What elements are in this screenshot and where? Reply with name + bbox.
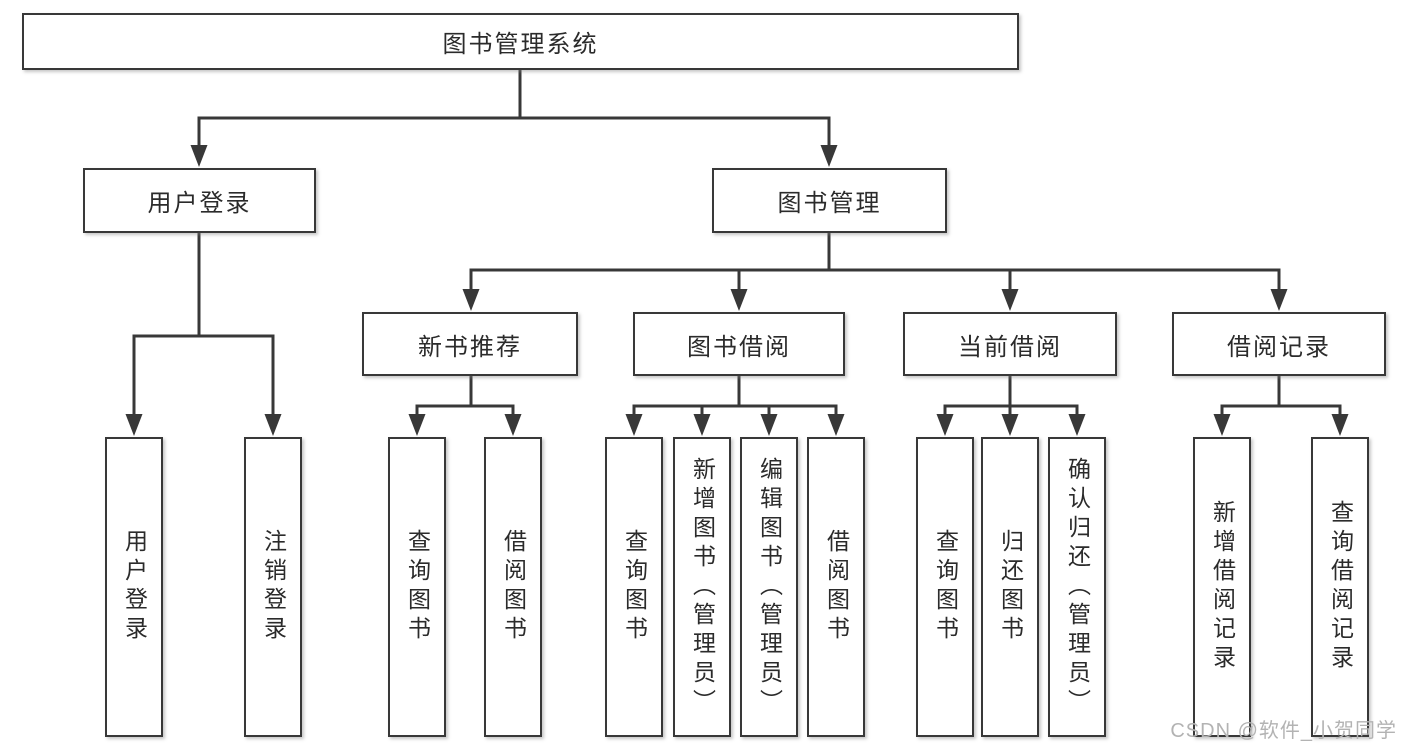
leaf-label: 编辑图书（管理员）	[756, 456, 783, 718]
leaf-borrow-books: 借阅图书	[484, 437, 542, 737]
leaf-label: 注销登录	[260, 529, 287, 645]
leaf-query-books: 查询图书	[605, 437, 663, 737]
node-label: 用户登录	[147, 190, 252, 217]
node-library-management-system: 图书管理系统	[22, 13, 1019, 70]
leaf-label: 新增图书（管理员）	[689, 456, 716, 718]
leaf-user-login: 用户登录	[105, 437, 163, 737]
leaf-label: 查询图书	[621, 529, 648, 645]
node-user-login: 用户登录	[83, 168, 316, 233]
node-label: 当前借阅	[958, 333, 1062, 361]
leaf-label: 归还图书	[997, 529, 1024, 645]
leaf-label: 查询图书	[932, 529, 959, 645]
leaf-add-book-admin: 新增图书（管理员）	[673, 437, 731, 737]
arrowhead-icons	[125, 145, 1349, 436]
node-borrowing-records: 借阅记录	[1172, 312, 1386, 376]
node-current-borrowing: 当前借阅	[903, 312, 1117, 376]
node-book-management: 图书管理	[712, 168, 947, 233]
leaf-label: 借阅图书	[823, 529, 850, 645]
leaf-borrow-books: 借阅图书	[807, 437, 865, 737]
leaf-label: 新增借阅记录	[1209, 500, 1236, 674]
node-label: 图书管理	[777, 190, 882, 217]
node-label: 新书推荐	[418, 333, 522, 361]
node-label: 图书借阅	[687, 333, 791, 361]
node-book-borrowing: 图书借阅	[633, 312, 845, 376]
leaf-query-books: 查询图书	[916, 437, 974, 737]
leaf-label: 确认归还（管理员）	[1064, 456, 1091, 718]
leaf-return-book: 归还图书	[981, 437, 1039, 737]
leaf-query-books: 查询图书	[388, 437, 446, 737]
node-new-book-recommendation: 新书推荐	[362, 312, 578, 376]
node-label: 图书管理系统	[442, 31, 599, 58]
leaf-add-borrow-record: 新增借阅记录	[1193, 437, 1251, 737]
leaf-label: 查询图书	[404, 529, 431, 645]
leaf-confirm-return-admin: 确认归还（管理员）	[1048, 437, 1106, 737]
leaf-label: 用户登录	[121, 529, 148, 645]
leaf-query-borrow-record: 查询借阅记录	[1311, 437, 1369, 737]
leaf-logout: 注销登录	[244, 437, 302, 737]
leaf-label: 借阅图书	[500, 529, 527, 645]
leaf-label: 查询借阅记录	[1327, 500, 1354, 674]
leaf-edit-book-admin: 编辑图书（管理员）	[740, 437, 798, 737]
watermark: CSDN @软件_小贺同学	[1170, 720, 1397, 742]
node-label: 借阅记录	[1227, 333, 1331, 361]
